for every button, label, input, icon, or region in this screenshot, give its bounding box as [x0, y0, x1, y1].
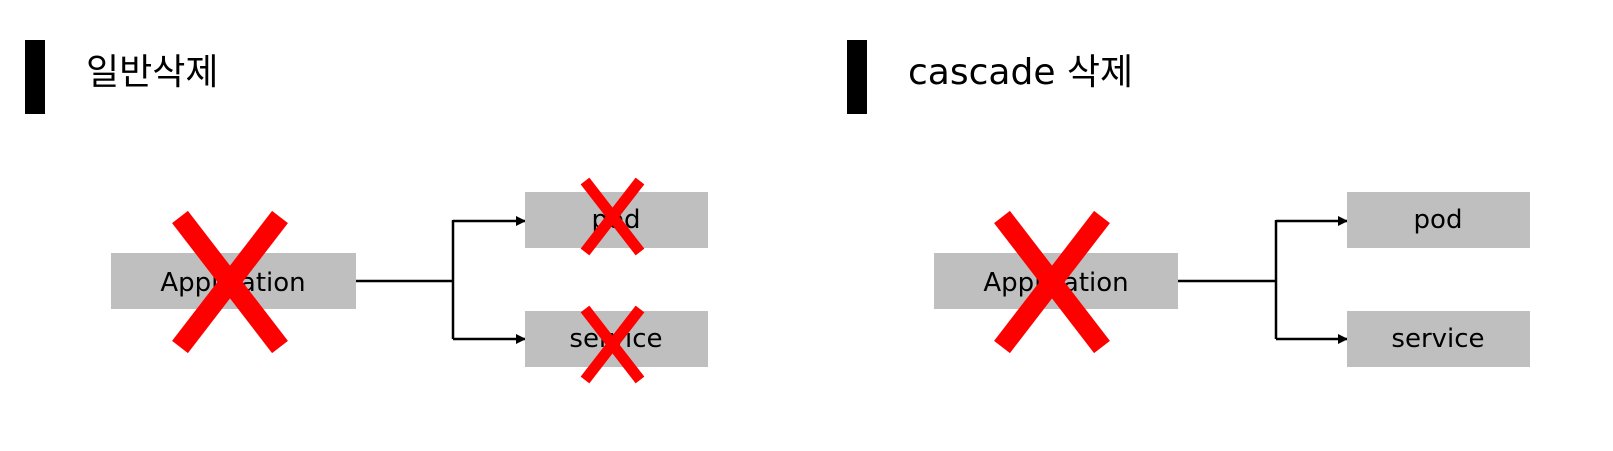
panel-cascade-delete: cascade 삭제 Application pod service — [847, 40, 1530, 367]
node-label: pod — [1414, 205, 1463, 235]
connector-lines — [356, 216, 526, 344]
deleted-mark-service — [580, 305, 645, 384]
deleted-mark-application — [172, 210, 288, 354]
node-box — [1347, 311, 1530, 367]
panel-title: 일반삭제 — [86, 52, 218, 93]
connector-lines — [1178, 216, 1348, 344]
node-pod: pod — [1347, 192, 1530, 248]
node-box — [1347, 192, 1530, 248]
panel-normal-delete: 일반삭제 Application pod service — [25, 40, 708, 384]
deleted-mark-application — [994, 210, 1110, 354]
title-bar-marker — [25, 40, 45, 114]
panel-title: cascade 삭제 — [908, 52, 1133, 93]
node-service: service — [1347, 311, 1530, 367]
node-label: service — [1391, 324, 1484, 354]
title-bar-marker — [847, 40, 867, 114]
deleted-mark-pod — [580, 177, 645, 256]
